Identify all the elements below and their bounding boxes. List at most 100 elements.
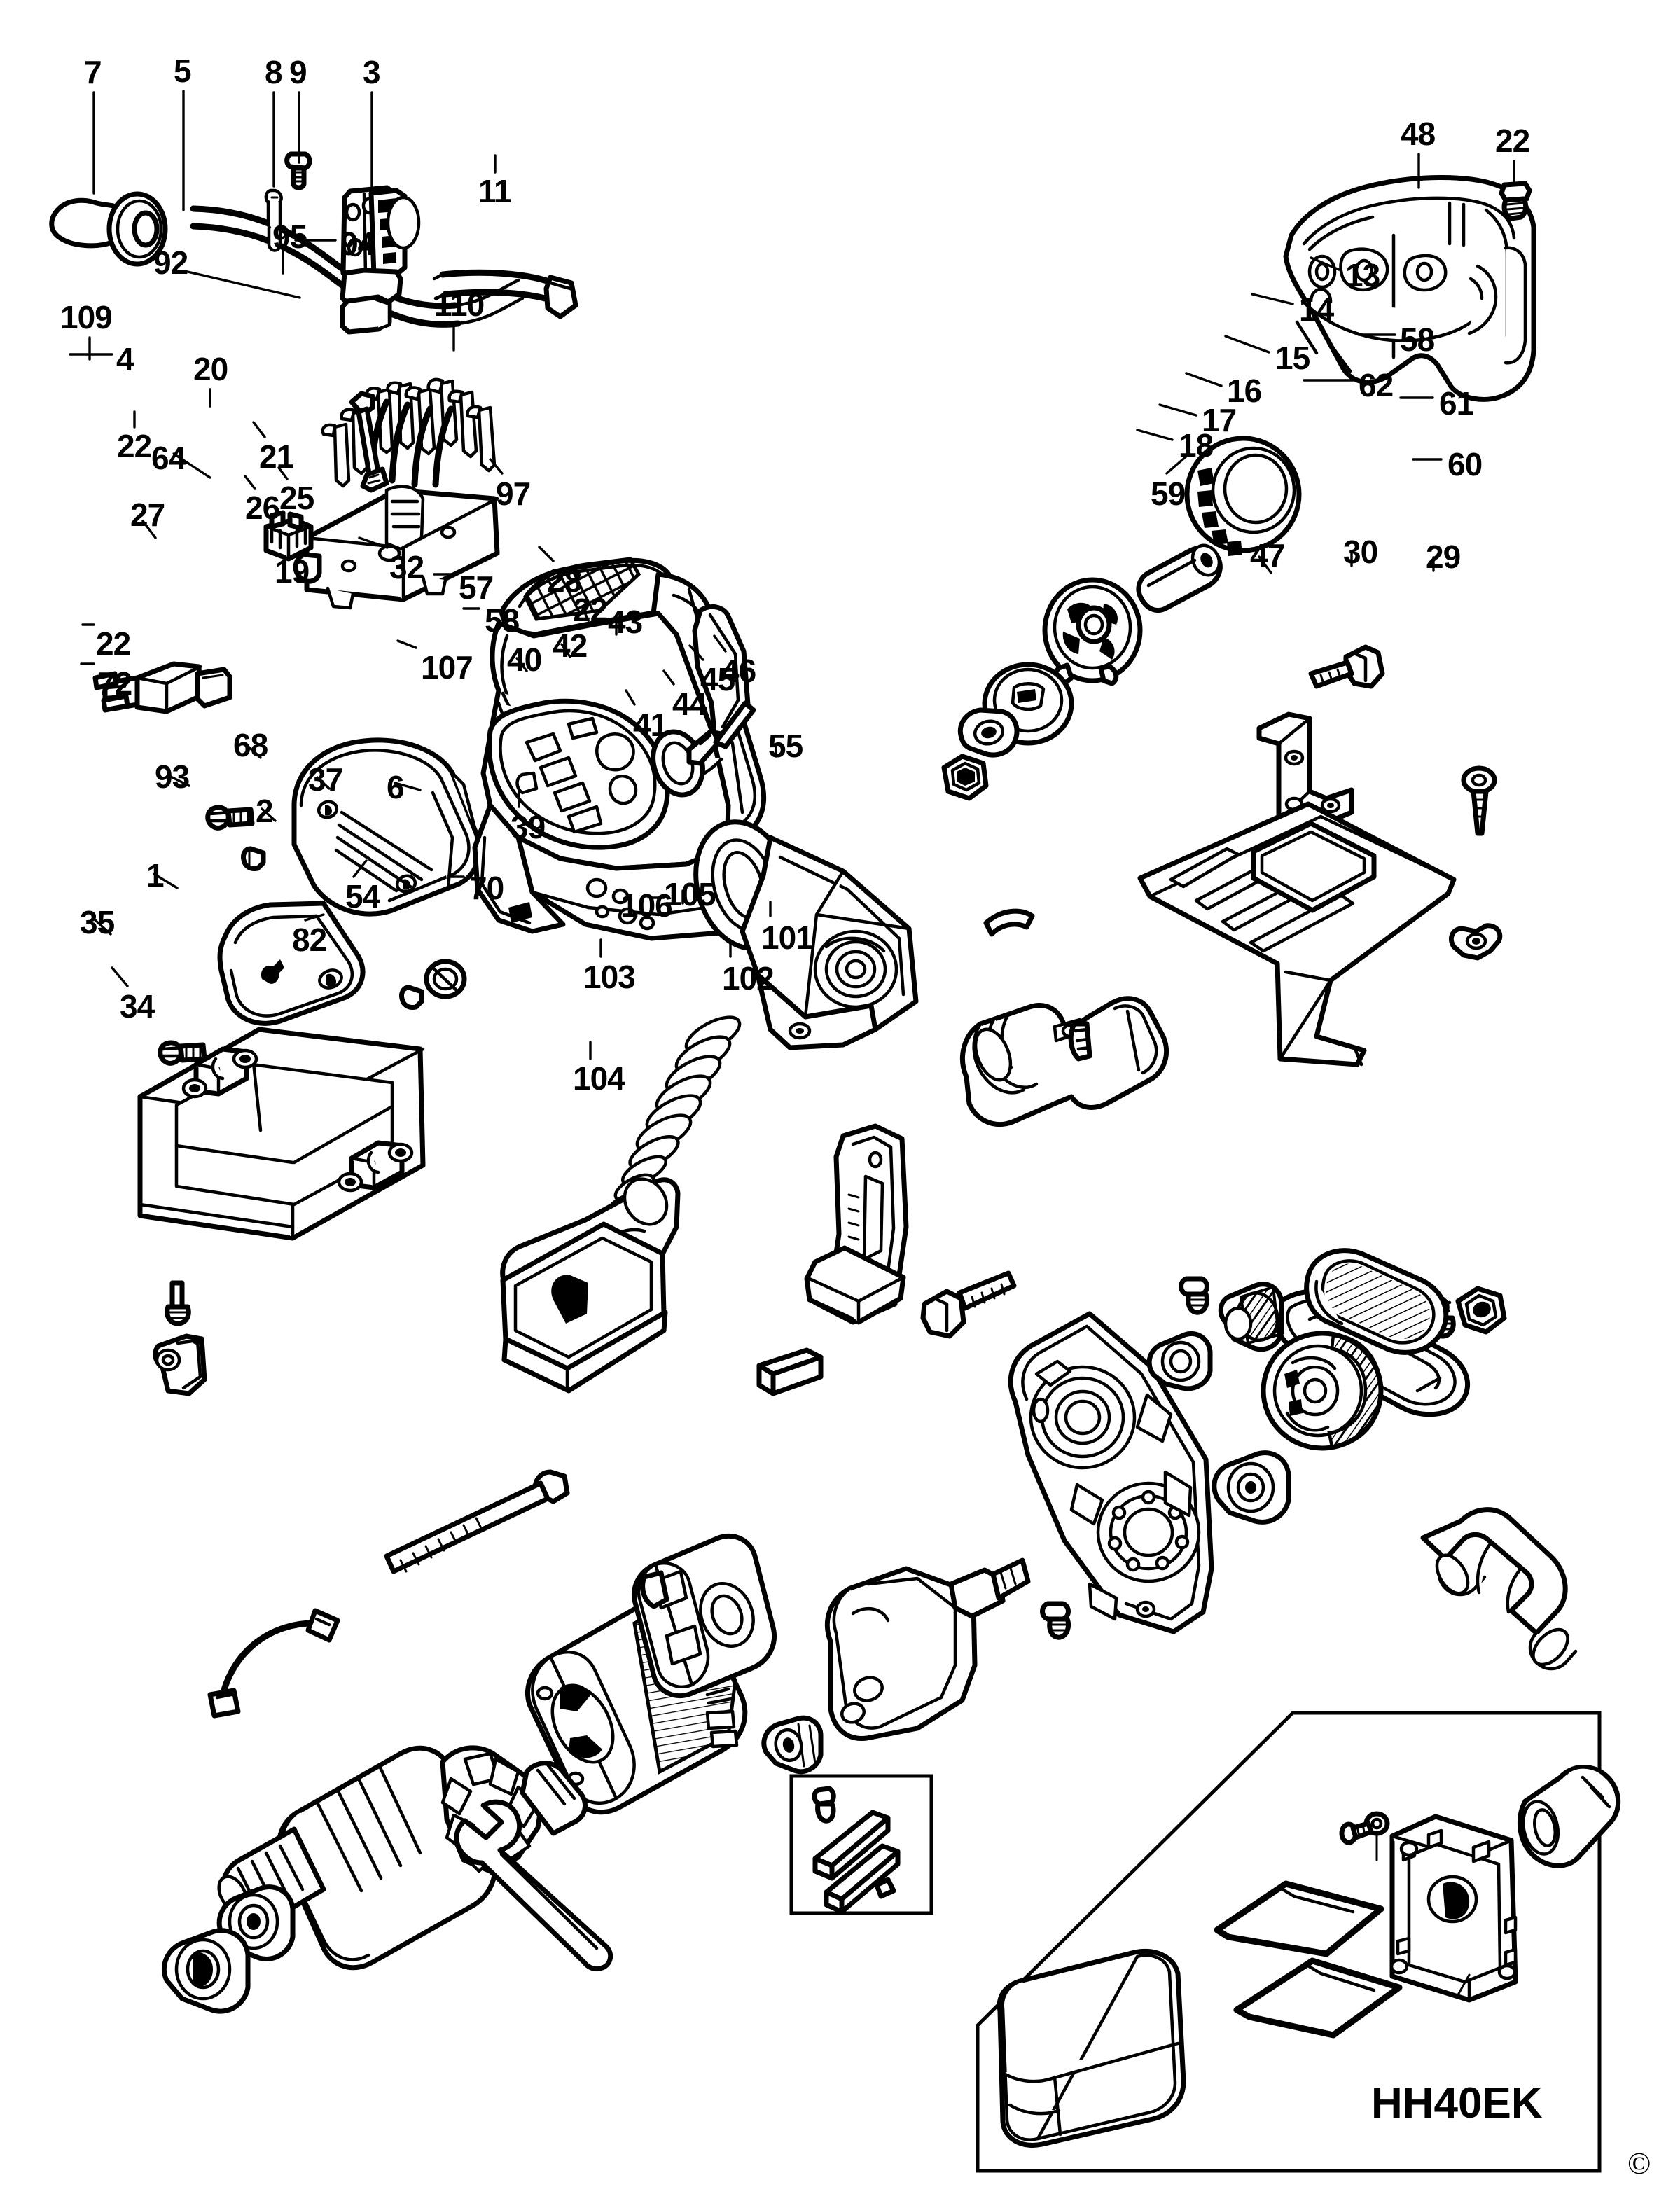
callout-number-16: 16 [1227, 373, 1262, 409]
part-26-spacer [399, 985, 424, 1010]
callout-number-59: 59 [1151, 475, 1186, 512]
part-106-screw [1339, 1821, 1374, 1845]
part-59-fence [1137, 801, 1457, 1067]
callout-number-82: 82 [292, 922, 327, 958]
callout-number-101: 101 [761, 919, 814, 956]
part-104-dust-bag [997, 1949, 1186, 2148]
part-110-guide-clip [686, 604, 756, 766]
callout-number-5: 5 [174, 53, 192, 89]
part-94-rod [349, 391, 389, 493]
callout-number-22: 22 [117, 428, 152, 464]
callout-number-30: 30 [1343, 534, 1378, 570]
callout-number-103: 103 [583, 959, 636, 995]
part-55-dust-elbow [1420, 1507, 1578, 1671]
copyright-mark: © [1627, 2146, 1651, 2181]
callout-number-68: 68 [233, 727, 268, 763]
callout-number-1: 1 [146, 857, 165, 894]
part-7-knob [49, 191, 168, 267]
part-48-handle-cover [1283, 175, 1536, 402]
part-28-cutter-drum [959, 996, 1169, 1127]
part-46-hex-nut [1455, 1286, 1507, 1335]
part-34-bearing [161, 1928, 251, 2014]
callout-number-64: 64 [151, 440, 186, 476]
callout-number-27: 27 [130, 497, 165, 533]
part-107-key [756, 1347, 824, 1396]
callout-number-22: 22 [96, 625, 131, 662]
callout-number-6: 6 [387, 769, 405, 805]
part-14-shaft-sleeve [1136, 543, 1223, 613]
part-22-screw-shoe [165, 1280, 191, 1326]
callout-number-35: 35 [80, 904, 115, 940]
callout-number-20: 20 [193, 351, 228, 387]
part-61-screw [1461, 765, 1497, 836]
part-42-bearing [1146, 1331, 1213, 1391]
callout-number-2: 2 [256, 793, 274, 829]
callout-number-7: 7 [84, 54, 102, 90]
callout-number-40: 40 [507, 641, 542, 678]
callout-number-92: 92 [153, 244, 188, 281]
part-22-screw-gear [1179, 1276, 1210, 1315]
part-57-edge-guide [804, 1123, 909, 1325]
part-93-lead-wire [207, 1608, 340, 1719]
part-19-adjuster-foot [500, 1177, 681, 1394]
callout-number-9: 9 [289, 54, 307, 90]
callout-number-34: 34 [120, 988, 155, 1025]
callout-number-105: 105 [664, 876, 716, 912]
callout-number-102: 102 [722, 960, 775, 997]
part-5-power-cord [190, 205, 525, 328]
part-18-hex-nut [941, 754, 989, 801]
part-21-pin [241, 846, 266, 871]
callout-number-42: 42 [553, 627, 588, 664]
part-13-depth-knob [1184, 436, 1302, 556]
callout-number-109: 109 [60, 299, 113, 335]
callout-number-93: 93 [155, 758, 190, 795]
callout-number-61: 61 [1439, 385, 1474, 422]
callout-number-39: 39 [511, 809, 546, 845]
callout-number-44: 44 [672, 686, 707, 722]
callout-number-104: 104 [573, 1060, 625, 1097]
part-60-wing-nut [1449, 923, 1503, 961]
callout-number-94: 94 [340, 225, 375, 262]
callout-number-21: 21 [259, 438, 294, 475]
part-8-terminal [264, 188, 283, 252]
callout-number-72: 72 [97, 665, 132, 702]
callout-number-55: 55 [768, 728, 803, 764]
callout-number-17: 17 [1202, 402, 1237, 438]
callout-number-25: 25 [279, 480, 314, 516]
part-9-screw [284, 151, 312, 190]
callout-number-48: 48 [1401, 116, 1436, 152]
part-54-spacer [761, 1715, 824, 1775]
callout-number-4: 4 [116, 341, 134, 377]
callout-number-15: 15 [1275, 340, 1310, 376]
callout-number-60: 60 [1448, 446, 1483, 482]
part-6-gear-case [824, 1557, 1031, 1741]
inset-box-hh40ek [976, 1711, 1602, 2173]
callout-number-58: 58 [485, 602, 520, 639]
part-41-bearing [1212, 1450, 1291, 1525]
part-27-screw [158, 1040, 207, 1066]
callout-number-97: 97 [496, 475, 531, 512]
part-103-bag-frame [1214, 1880, 1403, 2039]
callout-number-106: 106 [620, 887, 673, 924]
callout-number-37: 37 [308, 761, 343, 798]
callout-number-26: 26 [245, 489, 280, 526]
callout-number-54: 54 [345, 878, 380, 915]
part-22-screw-top-right [1499, 181, 1532, 221]
part-19-base-shoe [137, 1027, 426, 1241]
callout-number-46: 46 [721, 653, 756, 689]
callout-number-22: 22 [1495, 123, 1530, 159]
part-102-dust-port-housing [1389, 1814, 1518, 2003]
callout-number-58: 58 [1400, 321, 1435, 358]
part-97-clip-ring [983, 908, 1035, 937]
callout-number-45: 45 [700, 661, 735, 697]
callout-number-18: 18 [1179, 427, 1214, 464]
part-25-washer [424, 959, 467, 999]
part-40-gear-housing [1008, 1311, 1214, 1634]
part-58-thumbscrew-upper [1308, 644, 1385, 689]
part-68-long-screw [384, 1469, 570, 1574]
part-95-connector [263, 510, 314, 562]
callout-number-43: 43 [608, 604, 643, 640]
part-45-drive-belt [1304, 1248, 1449, 1355]
